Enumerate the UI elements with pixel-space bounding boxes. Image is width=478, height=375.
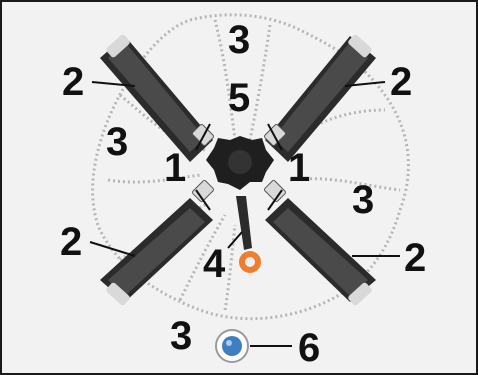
callout-3-right: 3 (352, 180, 374, 220)
callout-3-top: 3 (228, 20, 250, 60)
blue-disc-icon (216, 330, 248, 362)
callout-1-right: 1 (288, 148, 310, 188)
callout-1-left: 1 (164, 148, 186, 188)
callout-2-bottom-left: 2 (60, 222, 82, 262)
callout-3-left: 3 (106, 122, 128, 162)
callout-2-top-left: 2 (62, 62, 84, 102)
callout-5: 5 (228, 78, 250, 118)
strap-arm-top-right (265, 34, 376, 162)
callout-4: 4 (203, 244, 225, 284)
callout-2-top-right: 2 (390, 62, 412, 102)
callout-2-bottom-right: 2 (404, 238, 426, 278)
callout-3-bottom: 3 (170, 316, 192, 356)
star-knob-icon (206, 136, 274, 190)
callout-6: 6 (298, 328, 320, 368)
